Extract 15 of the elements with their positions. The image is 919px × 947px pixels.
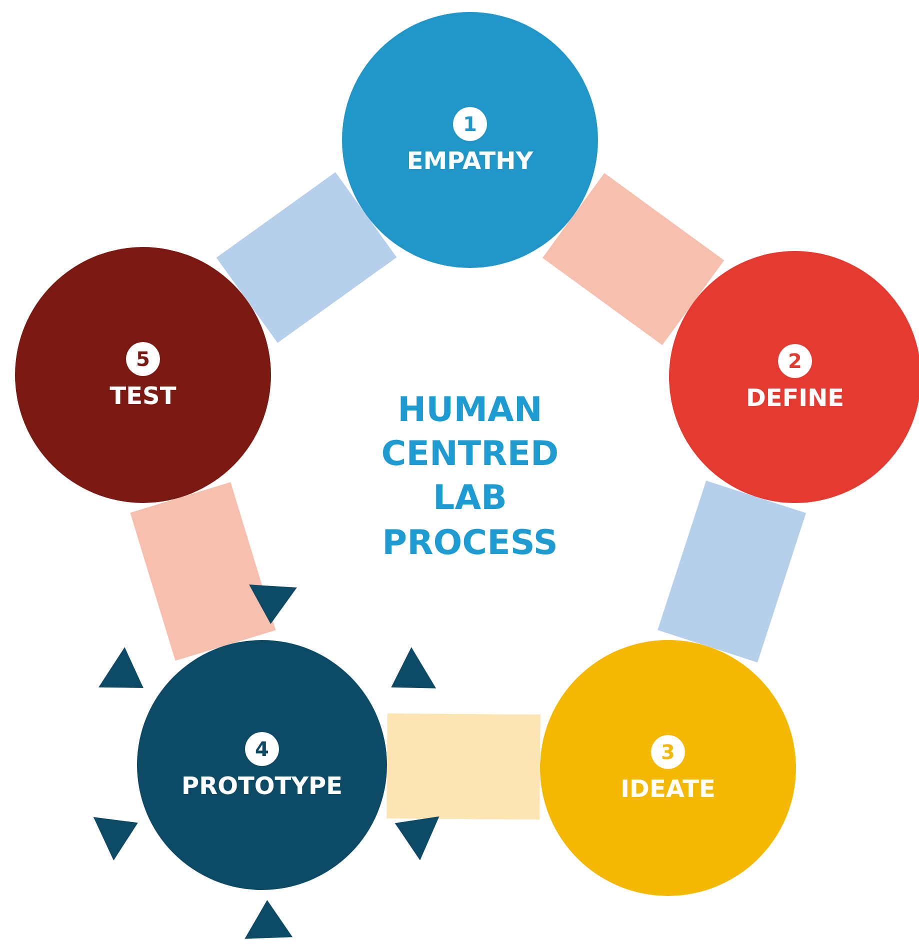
step-number: 3 [651, 735, 685, 769]
connector-band [216, 172, 397, 343]
step-label: DEFINE [746, 386, 844, 410]
step-label: PROTOTYPE [182, 774, 342, 798]
step-number: 5 [126, 342, 160, 376]
step-number: 4 [245, 732, 279, 766]
step-label: EMPATHY [406, 149, 534, 173]
step-number: 2 [778, 344, 812, 378]
step-label: TEST [110, 384, 176, 408]
step-number: 1 [453, 107, 487, 141]
connector-band [658, 480, 806, 663]
step-label: IDEATE [620, 777, 716, 801]
diagram-title: HUMAN CENTRED LAB PROCESS [380, 389, 560, 565]
connector-band [542, 172, 724, 346]
connector-band [386, 713, 540, 820]
